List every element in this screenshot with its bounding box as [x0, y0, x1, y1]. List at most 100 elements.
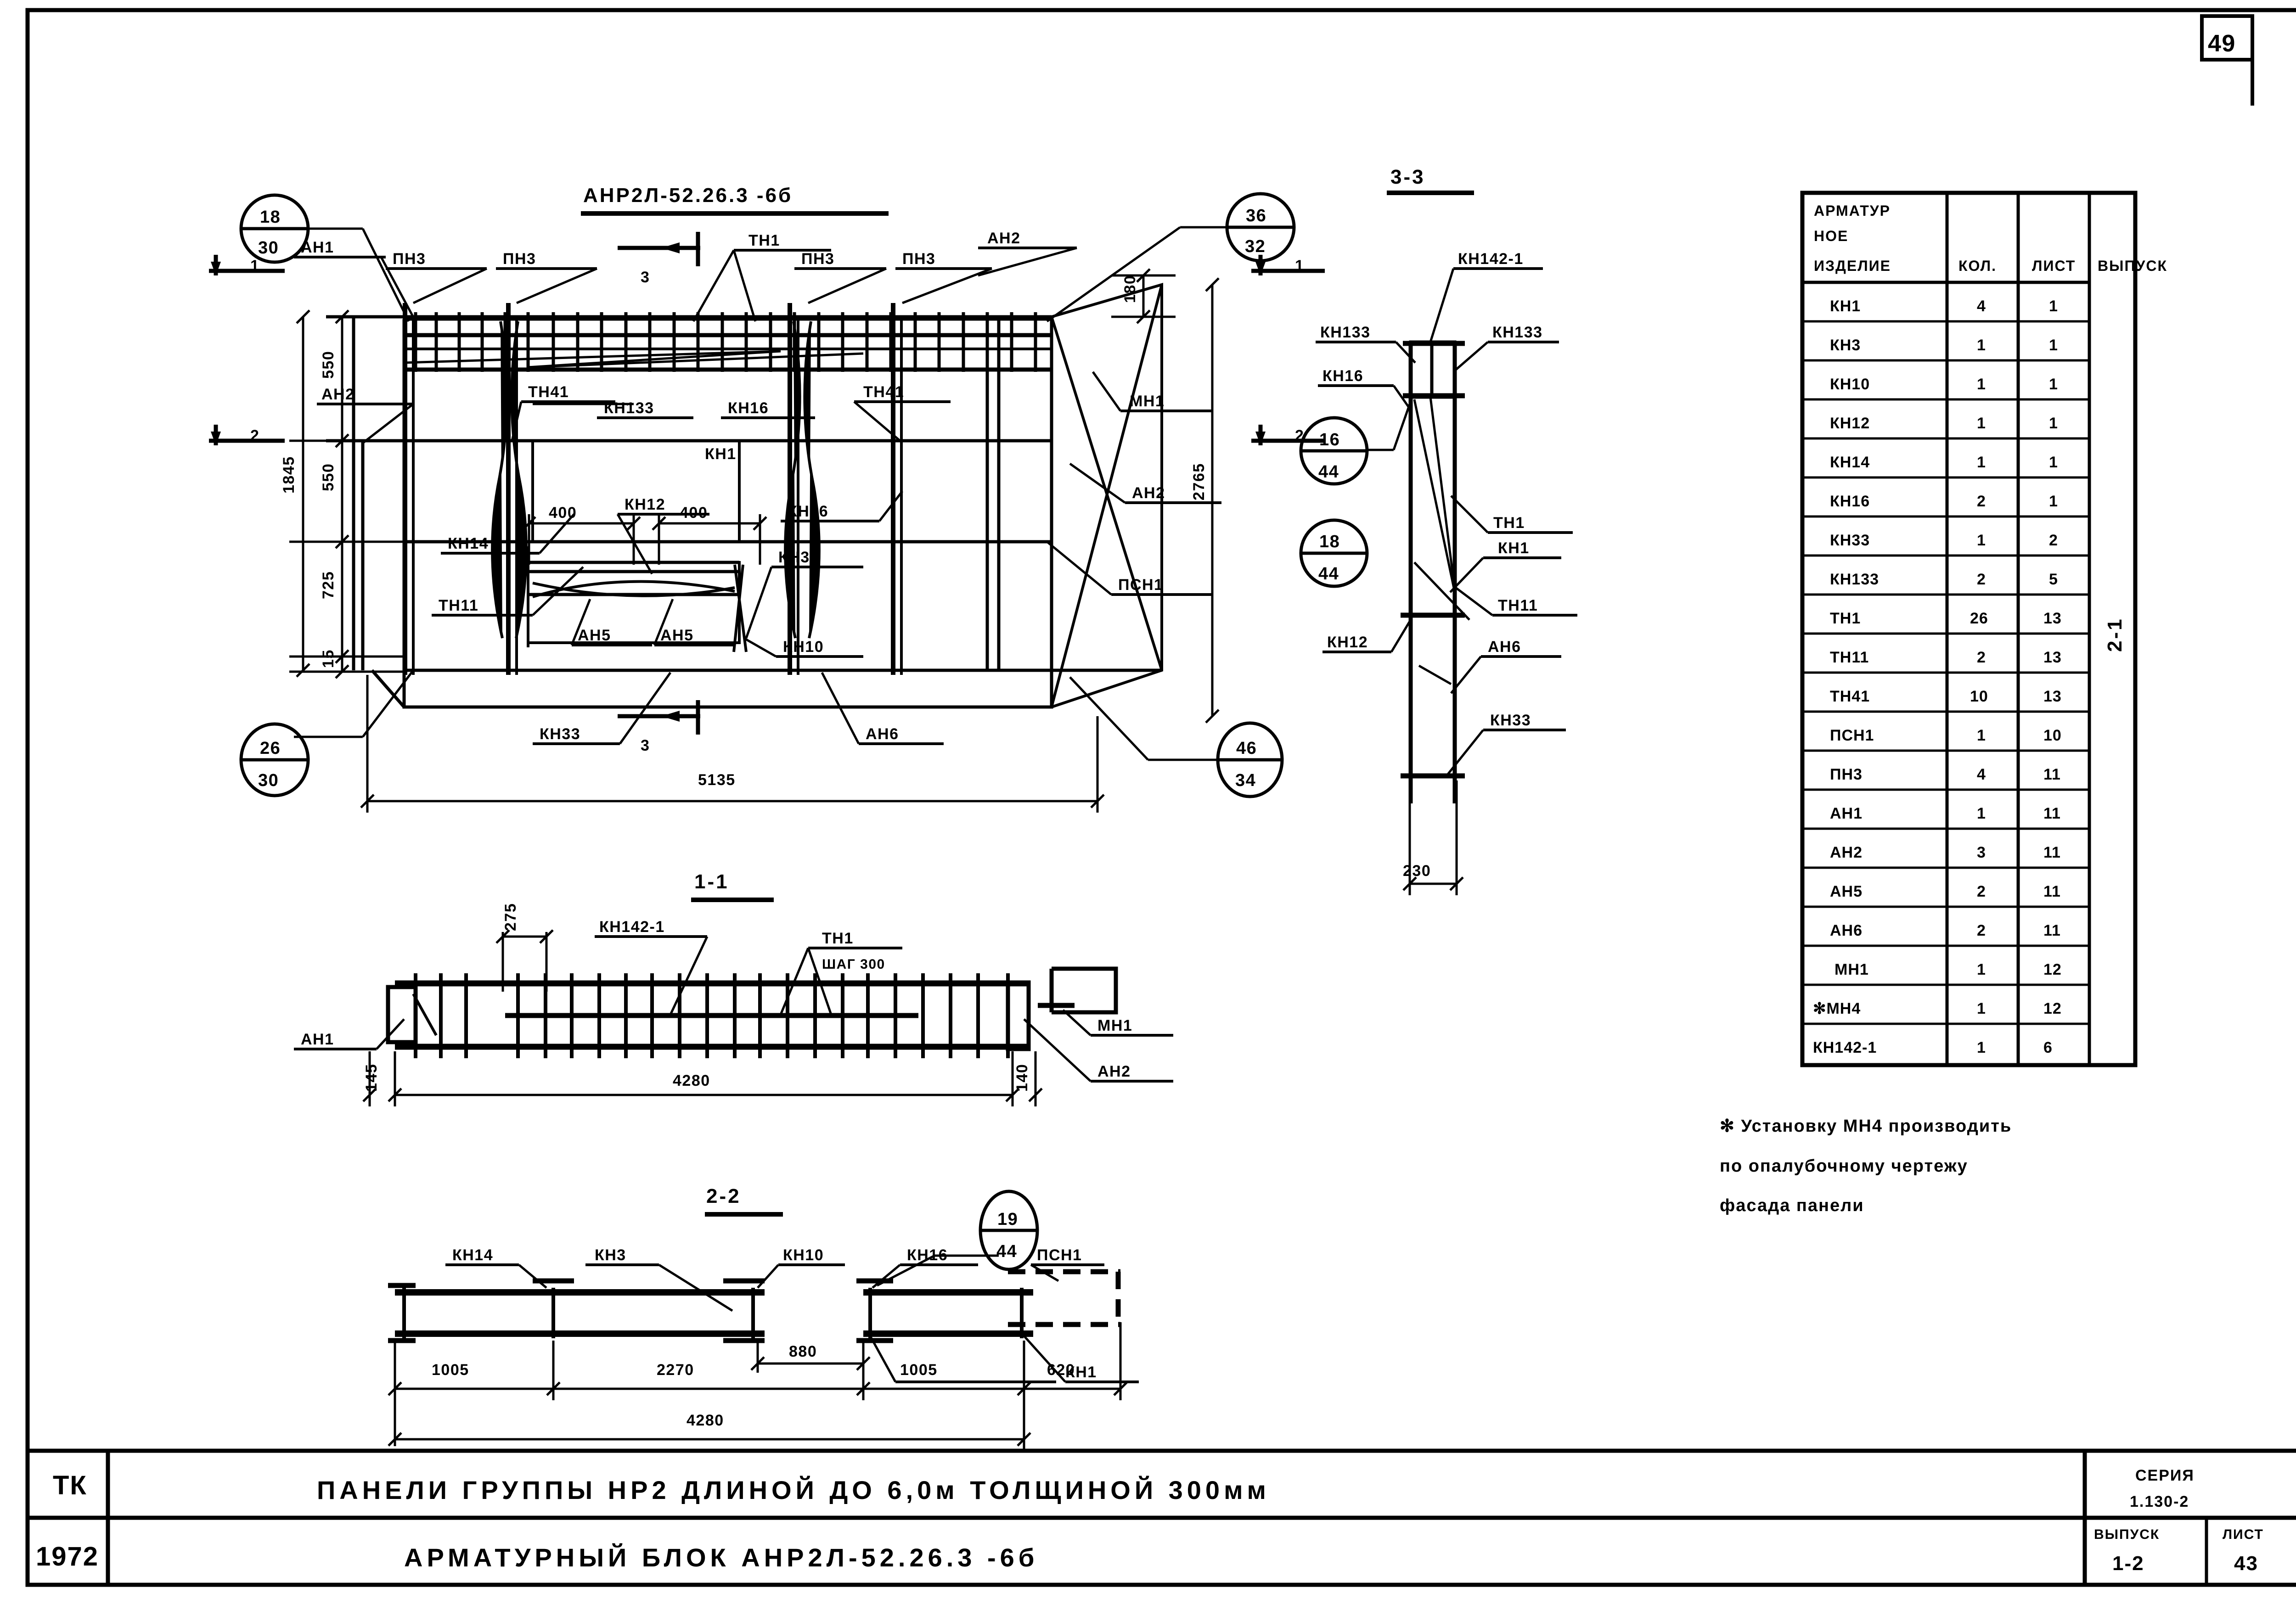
spec-item-17: МН1	[1835, 961, 1869, 978]
spec-qty-19: 1	[1977, 1039, 1986, 1056]
title-block-grid	[25, 1448, 2296, 1587]
balloon-s33-1-bottom: 44	[1318, 462, 1339, 482]
section-mark-3-bottom: 3	[641, 737, 650, 754]
dim-1005-b: 1005	[900, 1361, 938, 1379]
spec-sheet-4: 1	[2049, 454, 2058, 471]
spec-qty-16: 2	[1977, 922, 1986, 939]
spec-sheet-16: 11	[2043, 922, 2061, 939]
titleblock-org: ТК	[53, 1470, 87, 1500]
label-кн33-s33: КН33	[1490, 712, 1531, 729]
dim-1005-a: 1005	[432, 1361, 469, 1379]
cut-mark-2-left: 2	[250, 427, 259, 444]
spec-sheet-9: 13	[2043, 649, 2062, 666]
label-кн142-1-s11: КН142-1	[599, 918, 665, 936]
label-пн3-b: ПН3	[503, 250, 536, 268]
spec-sheet-18: 12	[2043, 1000, 2062, 1017]
label-ан2-s11: АН2	[1097, 1063, 1131, 1080]
titleblock-list-value: 43	[2234, 1552, 2258, 1575]
balloon-3-top: 26	[260, 739, 281, 758]
label-тн41-a: ТН41	[528, 383, 569, 401]
label-мн1-s11: МН1	[1097, 1017, 1132, 1034]
spec-sheet-5: 1	[2049, 493, 2058, 510]
label-кн142-1-s33: КН142-1	[1458, 250, 1524, 268]
label-тн11-s33: ТН11	[1498, 597, 1538, 614]
spec-item-4: КН14	[1830, 454, 1870, 471]
dim-4280-s11: 4280	[673, 1072, 710, 1089]
dim-880: 880	[789, 1343, 817, 1360]
spec-sheet-15: 11	[2043, 883, 2061, 900]
titleblock-series-label: СЕРИЯ	[2135, 1467, 2195, 1484]
spec-item-19: КН142-1	[1813, 1039, 1877, 1056]
spec-qty-7: 2	[1977, 571, 1986, 588]
spec-qty-10: 10	[1970, 688, 1988, 705]
note-line-2: по опалубочному чертежу	[1720, 1156, 1968, 1176]
spec-header-line3: ИЗДЕЛИЕ	[1814, 258, 1891, 274]
label-тн11-main: ТН11	[439, 597, 478, 614]
titleblock-list-label: ЛИСТ	[2223, 1527, 2264, 1542]
label-псн1-main: ПСН1	[1118, 576, 1163, 594]
note-line-3: фасада панели	[1720, 1196, 1864, 1215]
spec-header-kol: КОЛ.	[1958, 258, 1997, 274]
spec-item-10: ТН41	[1830, 688, 1870, 705]
spec-sheet-6: 2	[2049, 532, 2058, 549]
dim-2270: 2270	[657, 1361, 694, 1379]
spec-vypusk-value: 2-1	[2104, 617, 2126, 652]
titleblock-year: 1972	[36, 1542, 99, 1571]
balloon-s33-2-bottom: 44	[1318, 564, 1339, 584]
dim-620: 620	[1047, 1361, 1075, 1379]
spec-qty-2: 1	[1977, 376, 1986, 393]
label-ан6-s33: АН6	[1488, 638, 1521, 656]
section11-title: 1-1	[694, 870, 729, 893]
section-mark-3-top: 3	[641, 269, 650, 286]
label-пн3-c: ПН3	[801, 250, 834, 268]
label-кн133-s33-b: КН133	[1492, 324, 1543, 341]
label-кн12-s33: КН12	[1327, 634, 1368, 651]
dim-15: 15	[320, 649, 337, 668]
label-кн1-s22: КН1	[1065, 1364, 1097, 1381]
spec-sheet-3: 1	[2049, 415, 2058, 432]
titleblock-series-value: 1.130-2	[2130, 1493, 2189, 1510]
dim-2765: 2765	[1190, 463, 1208, 500]
dim-180: 180	[1121, 275, 1139, 303]
label-кн133-main: КН133	[604, 399, 654, 417]
label-ан2-top: АН2	[987, 230, 1021, 247]
balloon-1-top: 18	[260, 208, 281, 227]
label-шаг300-s11: ШАГ 300	[822, 957, 885, 972]
spec-sheet-12: 11	[2043, 766, 2061, 783]
label-пн3-d: ПН3	[902, 250, 935, 268]
spec-qty-15: 2	[1977, 883, 1986, 900]
dim-550-b: 550	[320, 463, 337, 491]
label-кн16-s33: КН16	[1322, 367, 1363, 385]
label-ан2-right: АН2	[1132, 484, 1165, 502]
dim-275-s11: 275	[502, 903, 519, 931]
spec-item-1: КН3	[1830, 337, 1861, 354]
label-ан2-left: АН2	[321, 386, 355, 403]
spec-sheet-8: 13	[2043, 610, 2062, 627]
spec-qty-12: 4	[1977, 766, 1986, 783]
balloon-s22-bottom: 44	[996, 1242, 1017, 1261]
label-кн1-s33: КН1	[1498, 539, 1530, 557]
spec-sheet-2: 1	[2049, 376, 2058, 393]
spec-item-12: ПН3	[1830, 766, 1863, 783]
label-кн3-s22: КН3	[595, 1246, 626, 1264]
dim-550-a: 550	[320, 351, 337, 379]
balloon-s22-top: 19	[997, 1210, 1018, 1229]
label-тн41-b: ТН41	[863, 383, 904, 401]
spec-sheet-17: 12	[2043, 961, 2062, 978]
spec-item-16: АН6	[1830, 922, 1863, 939]
spec-qty-17: 1	[1977, 961, 1986, 978]
note-line-1: ✻ Установкy МН4 производить	[1720, 1117, 2012, 1136]
spec-sheet-1: 1	[2049, 337, 2058, 354]
label-кн10-s22: КН10	[783, 1246, 824, 1264]
spec-header-line2: НОЕ	[1814, 228, 1848, 244]
balloon-s33-2-top: 18	[1319, 532, 1340, 551]
label-тн1-s33: ТН1	[1493, 514, 1525, 532]
spec-qty-14: 3	[1977, 844, 1986, 861]
spec-item-15: АН5	[1830, 883, 1863, 900]
label-ан1-main: АН1	[301, 239, 334, 256]
spec-qty-8: 26	[1970, 610, 1988, 627]
dim-145-s11: 145	[363, 1064, 380, 1092]
spec-sheet-7: 5	[2049, 571, 2058, 588]
